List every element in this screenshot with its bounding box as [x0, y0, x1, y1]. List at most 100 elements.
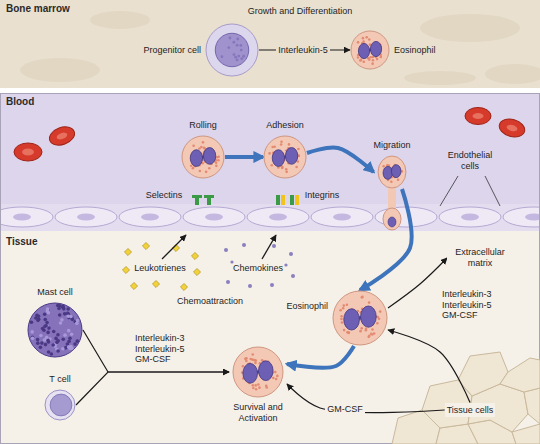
granule [342, 307, 345, 310]
granule [43, 318, 47, 322]
process-label: Chemoattraction [177, 296, 243, 307]
granule [51, 343, 55, 347]
chromatin [234, 56, 237, 59]
granule [368, 301, 371, 304]
granule [40, 341, 44, 345]
granule [62, 307, 66, 311]
signal-arrow [76, 372, 229, 405]
mast-cell: Mast cell [27, 287, 83, 358]
granule [341, 321, 344, 324]
granule [288, 143, 291, 146]
migrating-nucleus [388, 217, 396, 227]
granule [343, 329, 346, 332]
chromatin [233, 53, 236, 56]
granule [371, 328, 374, 331]
chromatin [240, 49, 243, 52]
granule [275, 378, 278, 381]
region-title: Bone marrow [6, 3, 70, 15]
granule [36, 341, 40, 345]
pathway-arrow [225, 155, 263, 159]
marrow-texture [485, 64, 540, 84]
cell-drawing [205, 23, 259, 77]
granule [251, 353, 254, 356]
nucleus-lobe [383, 166, 393, 179]
granule [46, 331, 50, 335]
granule [362, 40, 365, 43]
endothelial-nucleus [141, 214, 159, 221]
granule [252, 387, 255, 390]
receptors [192, 195, 299, 205]
granule [254, 362, 257, 365]
red-blood-cell-center [506, 124, 518, 133]
granule [67, 340, 71, 344]
cell-body [28, 303, 82, 357]
granule [254, 359, 257, 362]
granule [369, 56, 372, 59]
granule [61, 337, 65, 341]
eosinophil-cell: Survival and Activation [229, 346, 287, 424]
granule [56, 304, 60, 308]
eosinophil-cell: Adhesion [263, 120, 307, 179]
integrin-symbol [295, 195, 299, 205]
granule [45, 335, 49, 339]
endothelial-cell [247, 207, 309, 227]
granule [45, 321, 49, 325]
edge-label: Interleukin-3 Interleukin-5 GM-CSF [440, 288, 504, 322]
granule [200, 146, 203, 149]
granule [75, 339, 79, 343]
chromatin [221, 55, 224, 58]
red-blood-cell [14, 143, 42, 161]
tissue-cells-drawing [392, 352, 540, 444]
leukotriene-symbol [152, 280, 159, 287]
endothelial-cell [55, 207, 117, 227]
granule [30, 330, 34, 334]
chromatin [240, 57, 243, 60]
chemokine-dot [248, 284, 252, 288]
pathway-arrow [287, 346, 354, 368]
integrin-symbol [276, 195, 280, 205]
granule [258, 386, 261, 389]
nucleus-lobe [203, 148, 215, 165]
granule [368, 58, 371, 61]
heading-label: Growth and Differentiation [248, 6, 352, 17]
granule [31, 337, 35, 341]
integrin-symbol [281, 195, 285, 205]
granule [192, 167, 195, 170]
endothelial-nucleus [461, 214, 479, 221]
granule [285, 171, 288, 174]
granule [63, 312, 67, 316]
chemokine-dot [226, 280, 230, 284]
granule [367, 336, 370, 339]
granule [56, 333, 60, 337]
mediator-label: Chemokines [233, 263, 283, 274]
nucleus-lobe [391, 165, 401, 178]
red-blood-cell [465, 108, 491, 125]
granule [59, 321, 63, 325]
granule [280, 143, 283, 146]
cell-membrane [264, 136, 306, 178]
leukotriene-symbol [130, 282, 137, 289]
tissue-cell-outline [500, 358, 540, 392]
chromatin [236, 58, 239, 61]
granule [359, 59, 362, 62]
marrow-texture [404, 71, 476, 85]
granule [47, 311, 51, 315]
pathway-arrow [307, 148, 373, 172]
nucleus-lobe [370, 41, 381, 56]
cell-label: Rolling [189, 120, 217, 131]
granule [249, 358, 252, 361]
cell-label: Survival and Activation [229, 402, 287, 424]
endothelial-cell [183, 207, 245, 227]
granule [252, 384, 255, 387]
granule [205, 171, 208, 174]
chemokine-dot [272, 244, 276, 248]
granule [76, 319, 80, 323]
cell-body [264, 136, 306, 178]
granule [380, 56, 383, 59]
cell-membrane [182, 136, 224, 178]
granule [199, 170, 202, 173]
granule [67, 329, 71, 333]
migrating-cell-neck [388, 186, 396, 210]
cell-drawing [350, 30, 390, 70]
